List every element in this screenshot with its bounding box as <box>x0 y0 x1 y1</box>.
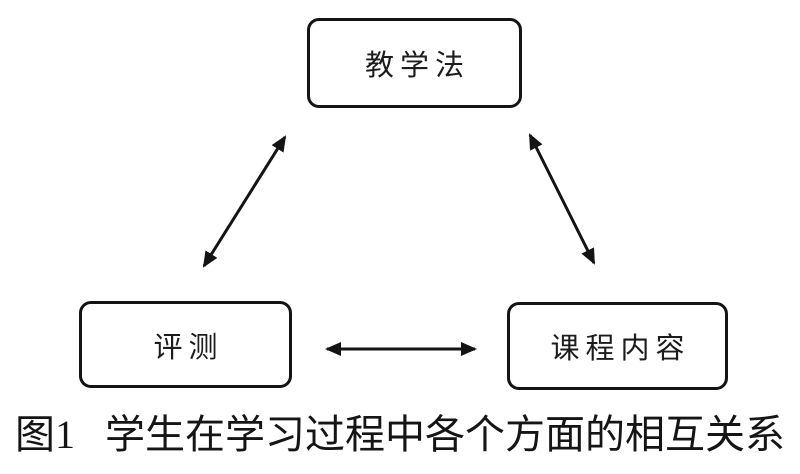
node-teaching-method: 教学法 <box>307 18 522 108</box>
figure-caption: 图1 学生在学习过程中各个方面的相互关系 <box>0 402 800 460</box>
arrow-teaching-assessment <box>202 135 287 268</box>
node-assessment: 评测 <box>79 301 292 388</box>
figure-caption-text: 学生在学习过程中各个方面的相互关系 <box>105 412 785 457</box>
node-assessment-label: 评测 <box>153 331 224 364</box>
arrow-teaching-content <box>528 133 596 265</box>
node-teaching-method-label: 教学法 <box>364 50 470 82</box>
node-course-content: 课程内容 <box>507 302 728 390</box>
node-course-content-label: 课程内容 <box>550 333 691 365</box>
figure-caption-number: 图1 <box>15 412 75 457</box>
